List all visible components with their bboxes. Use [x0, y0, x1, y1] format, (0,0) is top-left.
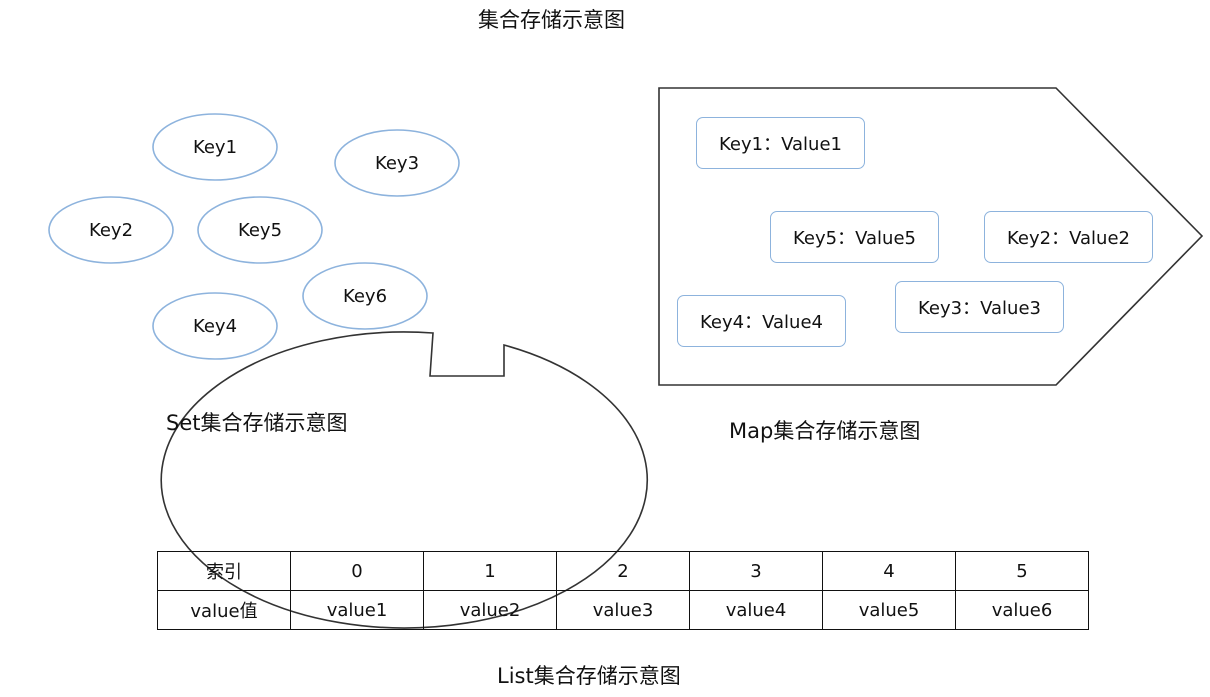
set-key-label: Key2: [88, 220, 134, 241]
set-key-label: Key5: [237, 220, 283, 241]
set-key-label: Key4: [192, 316, 238, 337]
map-container-shape: [658, 87, 1204, 386]
set-key-label: Key1: [192, 137, 238, 158]
table-row: value值 value1 value2 value3 value4 value…: [157, 590, 1089, 630]
index-cell: 2: [556, 551, 690, 591]
value-header-cell: value值: [157, 590, 291, 630]
map-pair-box: Key1：Value1: [696, 117, 865, 169]
set-node-ellipse: [48, 196, 174, 264]
index-cell: 1: [423, 551, 557, 591]
map-pair-box: Key5：Value5: [770, 211, 939, 263]
index-cell: 5: [955, 551, 1089, 591]
list-table: 索引 0 1 2 3 4 5 value值 value1 value2 valu…: [157, 551, 1089, 630]
value-cell: value4: [689, 590, 823, 630]
index-cell: 4: [822, 551, 956, 591]
set-node-ellipse: [152, 113, 278, 181]
set-caption: Set集合存储示意图: [166, 411, 348, 435]
value-cell: value3: [556, 590, 690, 630]
value-cell: value2: [423, 590, 557, 630]
set-node-ellipse: [197, 196, 323, 264]
set-node-ellipse: [302, 262, 428, 330]
value-cell: value5: [822, 590, 956, 630]
index-header-cell: 索引: [157, 551, 291, 591]
map-pair-box: Key3：Value3: [895, 281, 1064, 333]
set-key-label: Key3: [374, 153, 420, 174]
map-pair-box: Key2：Value2: [984, 211, 1153, 263]
value-cell: value6: [955, 590, 1089, 630]
value-cell: value1: [290, 590, 424, 630]
map-caption: Map集合存储示意图: [729, 419, 921, 443]
index-cell: 3: [689, 551, 823, 591]
diagram-title: 集合存储示意图: [478, 8, 625, 32]
set-key-label: Key6: [342, 286, 388, 307]
set-node-ellipse: [152, 292, 278, 360]
table-row: 索引 0 1 2 3 4 5: [157, 551, 1089, 591]
index-cell: 0: [290, 551, 424, 591]
set-node-ellipse: [334, 129, 460, 197]
map-pair-box: Key4：Value4: [677, 295, 846, 347]
list-caption: List集合存储示意图: [497, 664, 681, 688]
